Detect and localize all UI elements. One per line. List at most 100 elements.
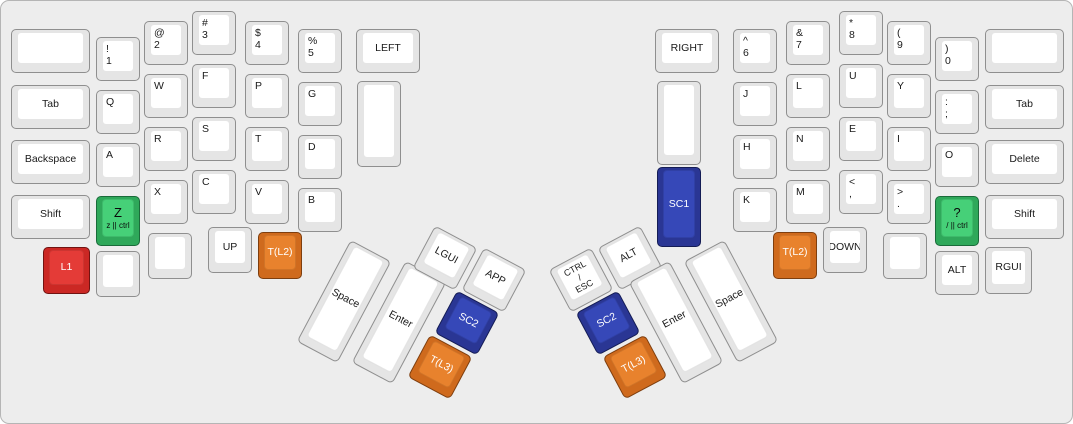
- key-blank-tall-right-face: [663, 84, 695, 156]
- key-t-l2-left[interactable]: T(L2): [258, 232, 302, 279]
- key-v[interactable]: V: [245, 180, 289, 224]
- key-0[interactable]: )0: [935, 37, 979, 81]
- key-label: Enter: [386, 308, 415, 331]
- key-y[interactable]: Y: [887, 74, 931, 118]
- key-label: A: [106, 149, 114, 161]
- key-i[interactable]: I: [887, 127, 931, 171]
- key-label: I: [897, 133, 900, 145]
- key-tab-right[interactable]: Tab: [985, 85, 1064, 129]
- key-f[interactable]: F: [192, 64, 236, 108]
- key-5[interactable]: %5: [298, 29, 342, 73]
- key-d[interactable]: D: [298, 135, 342, 179]
- key-label: 7: [796, 39, 802, 51]
- key-v-face: V: [251, 183, 283, 215]
- key-label: Shift: [1013, 207, 1035, 220]
- key-down-face: DOWN: [829, 230, 861, 264]
- key-label: !: [106, 43, 109, 55]
- key-label: V: [255, 186, 263, 198]
- key-7[interactable]: &7: [786, 21, 830, 65]
- key-1[interactable]: !1: [96, 37, 140, 81]
- key-tab-right-face: Tab: [991, 88, 1058, 120]
- key-blank-tall-right[interactable]: [657, 81, 701, 165]
- key-sc1[interactable]: SC1: [657, 167, 701, 247]
- key-p-face: P: [251, 77, 283, 109]
- key-rgui[interactable]: RGUI: [985, 247, 1032, 294]
- key-blank-tall-left[interactable]: [357, 81, 401, 167]
- key-label: 8: [849, 29, 855, 41]
- key-sc2-right-face: SC2: [582, 296, 631, 345]
- key-label: O: [945, 149, 954, 161]
- key-e[interactable]: E: [839, 117, 883, 161]
- key-blank-bottom-l1[interactable]: [96, 251, 140, 297]
- key-sub-label: / || ctrl: [946, 221, 968, 230]
- key-blank-bottom-l2[interactable]: [148, 233, 192, 279]
- key-t-l2-right[interactable]: T(L2): [773, 232, 817, 279]
- key-8[interactable]: *8: [839, 11, 883, 55]
- key-blank-top-left[interactable]: [11, 29, 90, 73]
- key-semicolon-face: :;: [941, 93, 973, 125]
- key-p[interactable]: P: [245, 74, 289, 118]
- key-n[interactable]: N: [786, 127, 830, 171]
- key-blank-top-right[interactable]: [985, 29, 1064, 73]
- key-s[interactable]: S: [192, 117, 236, 161]
- key-label: UP: [222, 240, 238, 253]
- key-t[interactable]: T: [245, 127, 289, 171]
- key-backspace[interactable]: Backspace: [11, 140, 90, 184]
- key-l[interactable]: L: [786, 74, 830, 118]
- key-label: G: [308, 88, 317, 100]
- key-u[interactable]: U: [839, 64, 883, 108]
- key-right-arrow[interactable]: RIGHT: [655, 29, 719, 73]
- key-down[interactable]: DOWN: [823, 227, 867, 273]
- key-slash-ctrl-face: ?/ || ctrl: [941, 199, 973, 237]
- key-shift-right[interactable]: Shift: [985, 195, 1064, 239]
- key-label: Shift: [39, 207, 61, 220]
- key-rgui-face: RGUI: [991, 250, 1026, 285]
- key-3[interactable]: #3: [192, 11, 236, 55]
- key-4[interactable]: $4: [245, 21, 289, 65]
- key-semicolon[interactable]: :;: [935, 90, 979, 134]
- key-c-face: C: [198, 173, 230, 205]
- key-a[interactable]: A: [96, 143, 140, 187]
- key-b[interactable]: B: [298, 188, 342, 232]
- key-l1[interactable]: L1: [43, 247, 90, 294]
- key-o-face: O: [941, 146, 973, 178]
- key-tab-left[interactable]: Tab: [11, 85, 90, 129]
- key-1-face: !1: [102, 40, 134, 72]
- key-o[interactable]: O: [935, 143, 979, 187]
- key-r[interactable]: R: [144, 127, 188, 171]
- key-up[interactable]: UP: [208, 227, 252, 273]
- key-w[interactable]: W: [144, 74, 188, 118]
- key-period[interactable]: >.: [887, 180, 931, 224]
- key-main-label: ?: [953, 205, 961, 220]
- key-label: P: [255, 80, 263, 92]
- key-q[interactable]: Q: [96, 90, 140, 134]
- key-label: Tab: [42, 97, 59, 110]
- key-label: D: [308, 141, 316, 153]
- key-k[interactable]: K: [733, 188, 777, 232]
- key-slash-ctrl[interactable]: ?/ || ctrl: [935, 196, 979, 246]
- key-label: Enter: [660, 308, 689, 331]
- key-label: *: [849, 17, 854, 29]
- key-label: $: [255, 27, 261, 39]
- key-6[interactable]: ^6: [733, 29, 777, 73]
- key-h[interactable]: H: [733, 135, 777, 179]
- key-comma[interactable]: <,: [839, 170, 883, 214]
- key-label: S: [202, 123, 210, 135]
- key-alt-right[interactable]: ALT: [935, 251, 979, 295]
- key-c[interactable]: C: [192, 170, 236, 214]
- key-g[interactable]: G: [298, 82, 342, 126]
- key-m[interactable]: M: [786, 180, 830, 224]
- key-j[interactable]: J: [733, 82, 777, 126]
- key-9[interactable]: (9: [887, 21, 931, 65]
- key-shift-left[interactable]: Shift: [11, 195, 90, 239]
- key-delete[interactable]: Delete: [985, 140, 1064, 184]
- key-2[interactable]: @2: [144, 21, 188, 65]
- key-left-arrow[interactable]: LEFT: [356, 29, 420, 73]
- key-x[interactable]: X: [144, 180, 188, 224]
- key-label: ): [945, 43, 949, 55]
- key-label: ;: [945, 108, 948, 120]
- key-e-face: E: [845, 120, 877, 152]
- key-blank-bottom-r2[interactable]: [883, 233, 927, 279]
